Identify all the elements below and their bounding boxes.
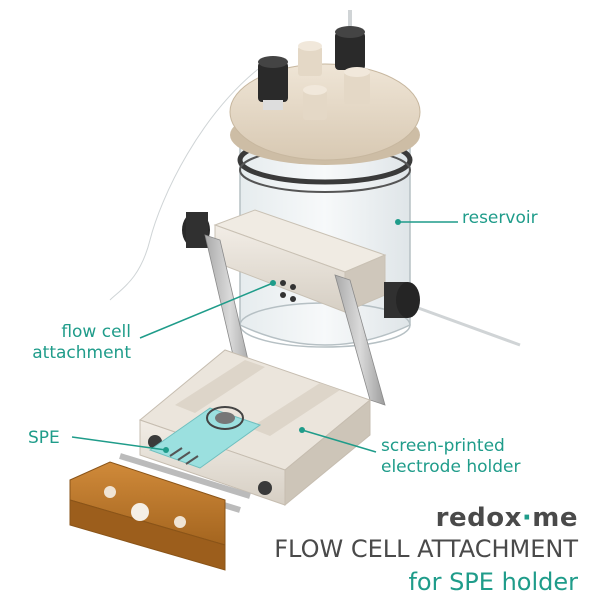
label-flow-cell-line1: flow cell <box>61 322 131 342</box>
leader-lines <box>71 219 458 453</box>
brand-part1: redox <box>435 503 522 533</box>
black-fitting-1 <box>258 56 288 110</box>
label-flow-cell-line2: attachment <box>32 343 131 363</box>
knob-left <box>182 212 210 248</box>
cap-ports <box>258 26 370 120</box>
label-reservoir: reservoir <box>462 208 538 228</box>
brand-part2: me <box>532 503 578 533</box>
beige-fitting-2 <box>344 67 370 104</box>
label-holder-line1: screen-printed <box>381 436 505 456</box>
knob-right <box>384 282 420 318</box>
leader-flow-cell <box>139 282 274 339</box>
title-line1: FLOW CELL ATTACHMENT <box>274 535 578 563</box>
copper-clamp <box>69 453 251 571</box>
brand-accent: · <box>521 503 533 533</box>
label-holder-line2: electrode holder <box>381 457 521 477</box>
beige-fitting-3 <box>303 85 327 120</box>
spe-strip <box>148 406 262 469</box>
label-spe: SPE <box>28 428 60 448</box>
label-spe-holder: screen-printed electrode holder <box>381 436 520 478</box>
black-fitting-2 <box>335 26 365 70</box>
steel-bracket <box>204 234 386 406</box>
label-flow-cell-attachment: flow cell attachment <box>30 322 131 364</box>
leader-spe <box>71 436 167 451</box>
leader-holder <box>301 429 377 453</box>
tube-left-outline <box>109 59 271 301</box>
tube-right <box>409 303 521 347</box>
title-line2: for SPE holder <box>408 568 578 596</box>
beige-fitting-1 <box>298 41 322 76</box>
brand-logo: redox·me <box>436 503 578 533</box>
